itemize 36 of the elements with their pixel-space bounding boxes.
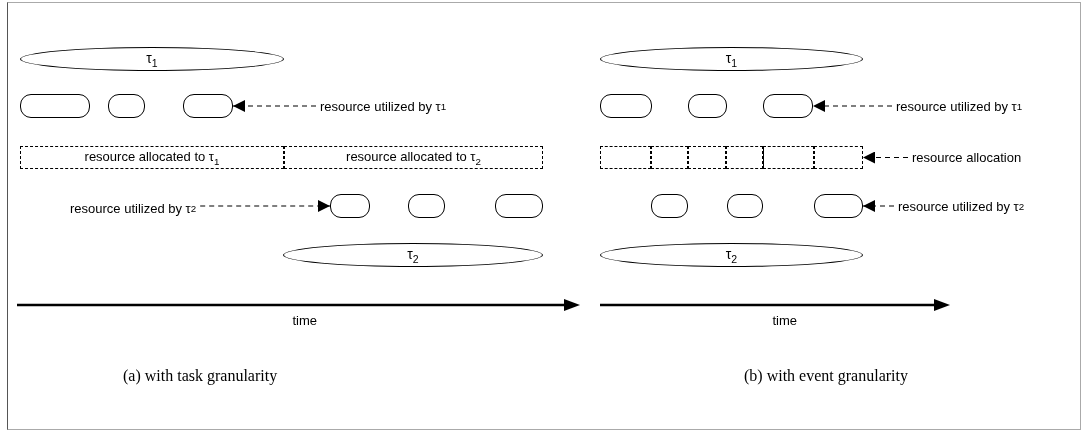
allocation-slot xyxy=(726,146,763,169)
allocation-slot xyxy=(651,146,688,169)
resource-slot xyxy=(600,94,652,118)
axis-label: time xyxy=(772,313,798,328)
resource-slot xyxy=(330,194,370,218)
leader-arrow xyxy=(862,200,895,212)
task-label: τ$_{2}$ xyxy=(407,245,419,265)
allocation-slot xyxy=(814,146,863,169)
allocation-label: resource allocated to τ$_{1}$ xyxy=(84,148,220,167)
allocation-label: resource allocated to τ$_{2}$ xyxy=(346,148,481,167)
task-label: τ$_{1}$ xyxy=(146,49,158,69)
allocation-slot xyxy=(20,146,284,169)
resource-slot xyxy=(108,94,145,118)
leader-arrow xyxy=(812,100,893,112)
task-label: τ$_{2}$ xyxy=(725,245,738,265)
resource-slot xyxy=(408,194,445,218)
resource-slot xyxy=(727,194,763,218)
resource-slot xyxy=(183,94,233,118)
figure-caption: (b) with event granularity xyxy=(744,367,908,385)
resource-slot xyxy=(814,194,863,218)
leader-arrow xyxy=(199,200,331,212)
annotation-text: resource allocation xyxy=(912,147,1022,167)
figure-caption: (a) with task granularity xyxy=(123,367,278,385)
task-label: τ$_{1}$ xyxy=(725,49,738,69)
resource-slot xyxy=(688,94,727,118)
resource-slot xyxy=(495,194,543,218)
leader-arrow xyxy=(862,151,909,164)
allocation-slot xyxy=(600,146,651,169)
leader-arrow xyxy=(232,100,317,112)
allocation-slot xyxy=(284,146,543,169)
axis-label: time xyxy=(292,313,318,328)
resource-slot xyxy=(20,94,90,118)
allocation-slot xyxy=(688,146,726,169)
resource-slot xyxy=(763,94,813,118)
allocation-slot xyxy=(763,146,814,169)
resource-slot xyxy=(651,194,688,218)
